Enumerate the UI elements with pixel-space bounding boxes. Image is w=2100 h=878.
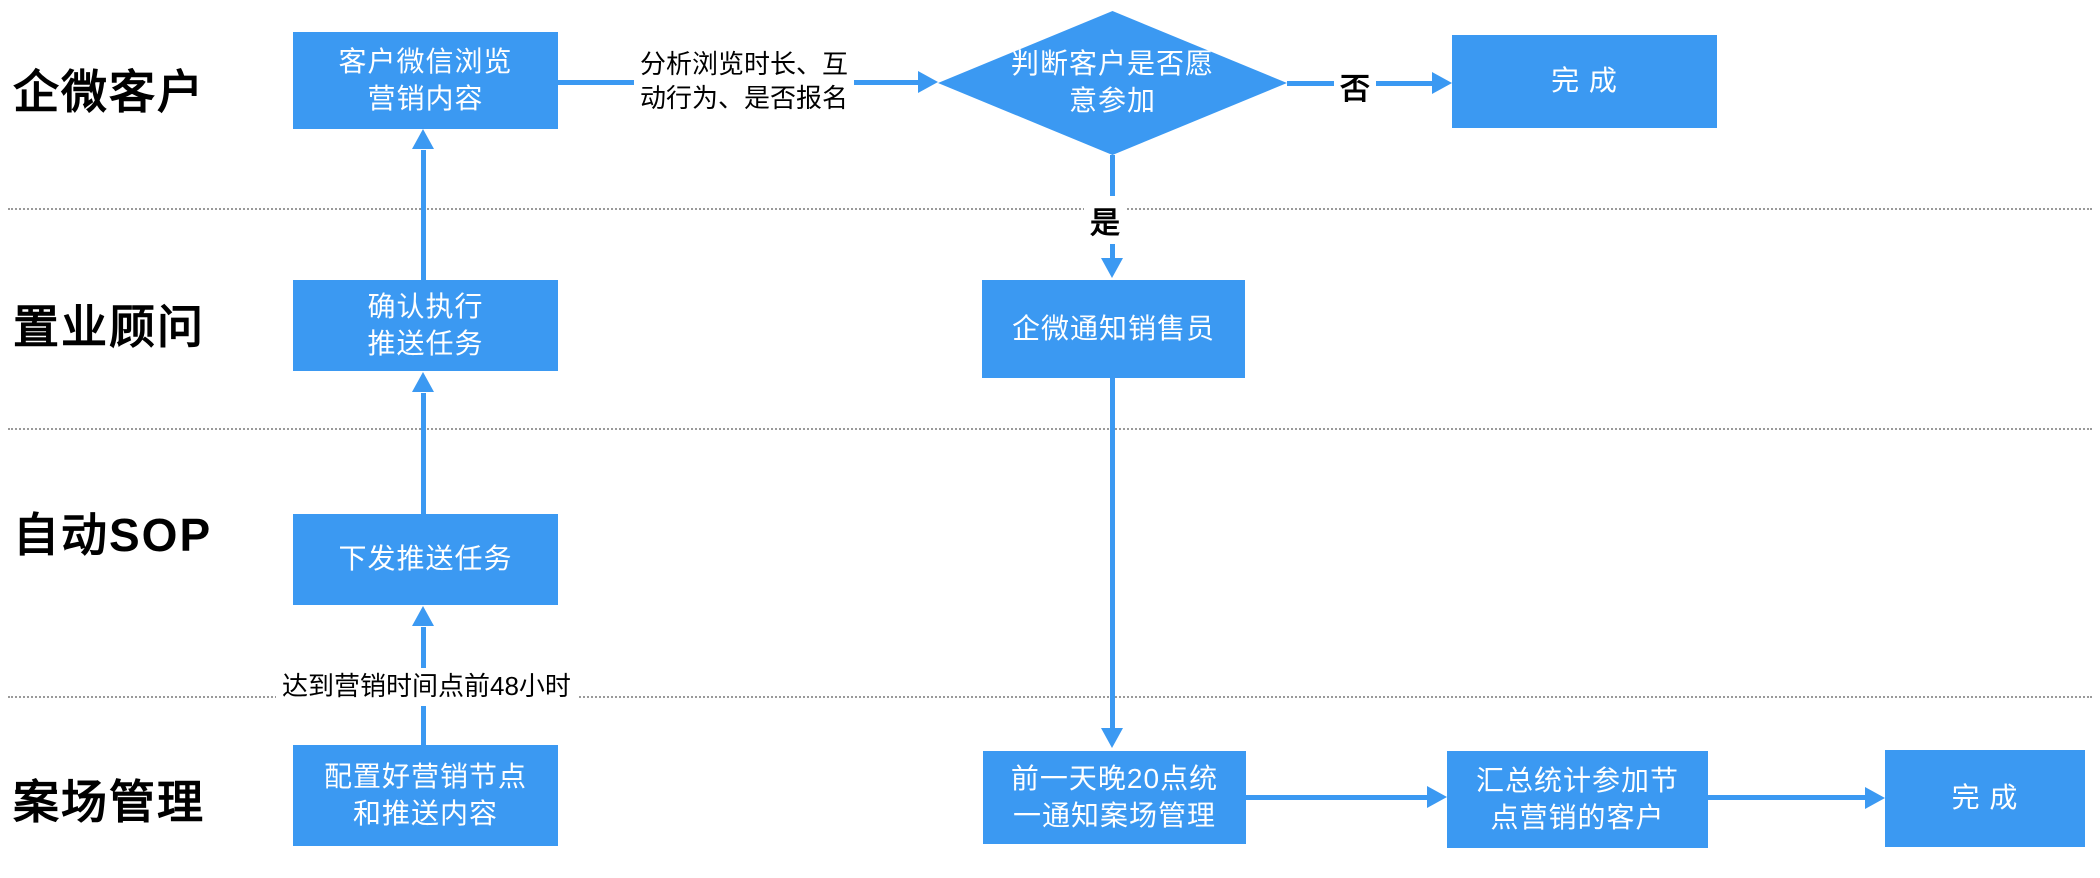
edge-dispatch-to-confirm <box>421 393 426 514</box>
edge-label-48h-lead-time: 达到营销时间点前48小时 <box>276 668 577 706</box>
arrowhead-right-icon <box>1427 786 1447 808</box>
node-text-line: 意参加 <box>1068 85 1156 116</box>
node-text-line: 汇总统计参加节 <box>1475 764 1679 796</box>
node-text-line: 点营销的客户 <box>1490 801 1665 833</box>
node-text-line: 推送任务 <box>367 327 484 359</box>
node-summarize-participants: 汇总统计参加节 点营销的客户 <box>1447 751 1708 848</box>
lane-label-site-management: 案场管理 <box>13 776 205 828</box>
node-wecom-notify-salesperson: 企微通知销售员 <box>982 280 1245 378</box>
node-configure-marketing-node: 配置好营销节点 和推送内容 <box>293 745 558 846</box>
node-text-line: 客户微信浏览 <box>338 45 513 77</box>
edge-confirm-to-browse <box>421 150 426 280</box>
lane-label-wecom-customer: 企微客户 <box>13 66 205 118</box>
arrowhead-down-icon <box>1101 728 1123 748</box>
node-done-bottom: 完 成 <box>1885 750 2085 847</box>
node-text-line: 配置好营销节点 <box>323 760 527 792</box>
edge-label-yes: 是 <box>1084 196 1126 244</box>
node-customer-browse-content: 客户微信浏览 营销内容 <box>293 32 558 129</box>
node-text-line: 判断客户是否愿 <box>1010 48 1214 80</box>
node-text-line: 一通知案场管理 <box>1012 799 1216 831</box>
arrowhead-up-icon <box>412 606 434 626</box>
arrowhead-down-icon <box>1101 258 1123 278</box>
node-done-top: 完 成 <box>1452 35 1717 128</box>
edge-notify-mgmt-to-summarize <box>1246 795 1429 800</box>
node-text-line: 完 成 <box>1551 65 1618 97</box>
arrowhead-right-icon <box>918 71 938 93</box>
node-notify-site-management: 前一天晚20点统 一通知案场管理 <box>983 751 1246 844</box>
node-confirm-push-task: 确认执行 推送任务 <box>293 280 558 371</box>
edge-label-analyze-line1: 分析浏览时长、互 <box>640 49 849 79</box>
edge-notify-sales-to-notify-mgmt <box>1110 378 1115 730</box>
edge-summarize-to-done <box>1708 795 1867 800</box>
arrowhead-right-icon <box>1432 72 1452 94</box>
node-text-line: 前一天晚20点统 <box>1010 762 1219 794</box>
edge-label-no: 否 <box>1334 62 1376 110</box>
arrowhead-up-icon <box>412 129 434 149</box>
lane-divider-2 <box>8 428 2092 430</box>
arrowhead-up-icon <box>412 372 434 392</box>
edge-label-analyze-line2: 动行为、是否报名 <box>640 82 849 113</box>
edge-label-analyze-behavior: 分析浏览时长、互 动行为、是否报名 <box>634 46 855 118</box>
arrowhead-right-icon <box>1865 787 1885 809</box>
node-text-line: 确认执行 <box>367 290 484 322</box>
node-dispatch-push-task: 下发推送任务 <box>293 514 558 605</box>
node-text-line: 企微通知销售员 <box>1011 312 1215 344</box>
lane-label-property-consultant: 置业顾问 <box>13 301 205 353</box>
node-text-line: 营销内容 <box>367 82 484 114</box>
lane-divider-1 <box>8 208 2092 210</box>
node-decision-willing-to-join: 判断客户是否愿 意参加 <box>938 11 1287 155</box>
node-text-line: 完 成 <box>1951 782 2019 814</box>
lane-label-auto-sop: 自动SOP <box>13 509 213 561</box>
node-text-line: 和推送内容 <box>352 797 498 829</box>
lane-divider-3 <box>8 696 2092 698</box>
node-text-line: 下发推送任务 <box>338 543 513 575</box>
